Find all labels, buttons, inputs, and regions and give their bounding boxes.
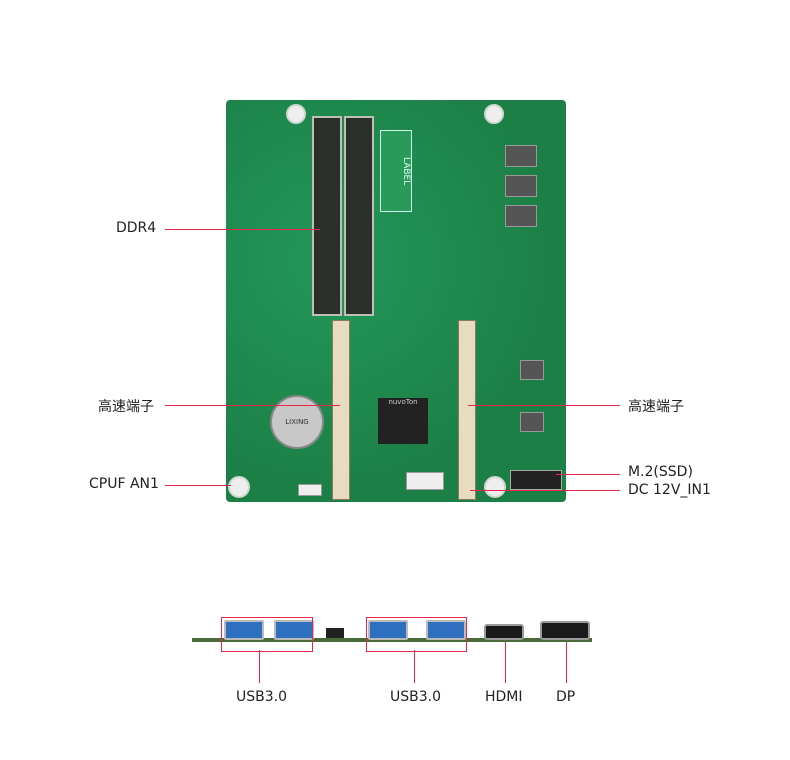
hdmi-port [484,624,524,640]
label-usb-2: USB3.0 [390,689,442,705]
usb-port [368,620,408,640]
cmos-battery: LIXING [270,395,324,449]
usb-port [274,620,314,640]
dc-in-connector [406,472,444,490]
mount-hole [286,104,306,124]
label-hdmi: HDMI [485,689,523,705]
label-high-speed-left: 高速端子 [98,399,154,415]
chip-brand: nuvoTon [388,398,418,406]
label-dp: DP [556,689,576,705]
label-sticker: LABEL [380,130,412,212]
inductor [520,360,544,380]
usb-port [426,620,466,640]
fan-header [298,484,322,496]
high-speed-connector-left [332,320,350,500]
component [326,628,344,638]
inductor [505,205,537,227]
label-high-speed-right: 高速端子 [628,399,684,415]
callout-line [414,650,415,683]
inductor [505,175,537,197]
motherboard-side-view [192,638,592,642]
callout-line [165,405,340,406]
nuvoton-chip: nuvoTon [378,398,428,444]
callout-line [566,642,567,683]
inductor [520,412,544,432]
callout-line [505,642,506,683]
ddr4-slot-2 [344,116,374,316]
label-usb-1: USB3.0 [236,689,288,705]
callout-line [259,650,260,683]
label-cpu-fan: CPUF AN1 [89,476,159,492]
label-ddr4: DDR4 [116,220,157,236]
callout-line [468,405,620,406]
ddr4-slot-1 [312,116,342,316]
label-m2: M.2(SSD) [628,464,693,480]
callout-line [556,474,620,475]
dp-port [540,621,590,640]
callout-line [165,229,320,230]
high-speed-connector-right [458,320,476,500]
callout-box [221,617,313,652]
callout-box [366,617,467,652]
mount-hole [484,476,506,498]
callout-line [165,485,231,486]
mount-hole [484,104,504,124]
label-dc-in: DC 12V_IN1 [628,482,711,498]
inductor [505,145,537,167]
m2-slot [510,470,562,490]
callout-line [470,490,620,491]
mount-hole [228,476,250,498]
usb-port [224,620,264,640]
